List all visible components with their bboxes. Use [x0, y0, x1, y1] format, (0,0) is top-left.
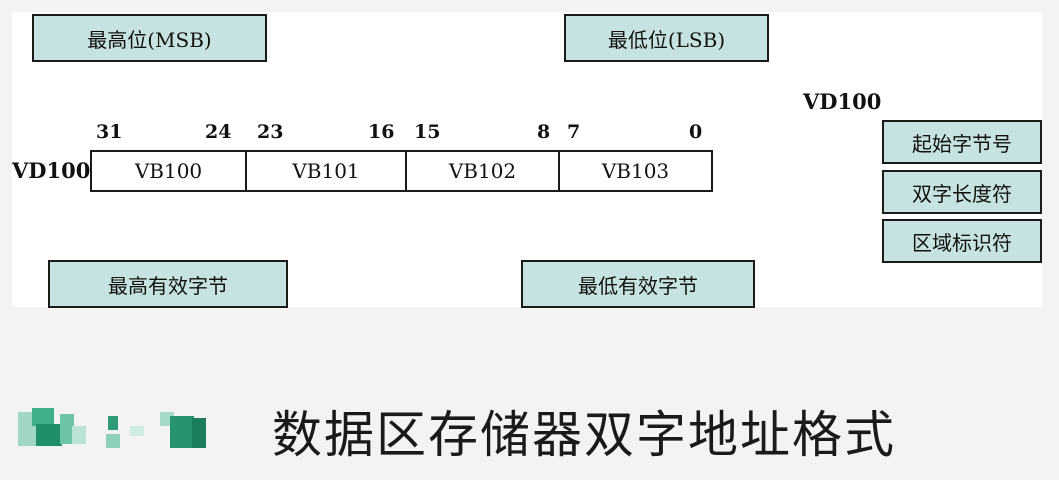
bit-number: 31 — [96, 121, 123, 143]
legend-start-byte-box: 起始字节号 — [882, 120, 1042, 164]
bit-number: 24 — [205, 121, 232, 143]
legend-area-box: 区域标识符 — [882, 219, 1042, 263]
register-label: VD100 — [12, 158, 91, 183]
logo-mosaic — [18, 408, 208, 450]
bit-number: 16 — [368, 121, 395, 143]
byte-cell-vb100: VB100 — [90, 150, 247, 192]
byte-label: VB101 — [292, 159, 360, 183]
lsb-callout: 最低位(LSB) — [564, 14, 769, 62]
legend-start-byte-label: 起始字节号 — [912, 131, 1012, 156]
figure-caption: 数据区存储器双字地址格式 — [272, 406, 896, 464]
bit-number: 7 — [567, 121, 581, 143]
msb-callout: 最高位(MSB) — [32, 14, 267, 62]
byte-label: VB103 — [601, 159, 670, 183]
lsbyte-label: 最低有效字节 — [578, 273, 698, 298]
lsb-label: 最低位(LSB) — [607, 27, 726, 52]
msbyte-label: 最高有效字节 — [108, 273, 228, 298]
byte-cell-vb102: VB102 — [405, 150, 560, 192]
byte-cell-vb101: VB101 — [245, 150, 407, 192]
legend-register-label: VD100 — [803, 89, 882, 114]
byte-label: VB100 — [134, 159, 203, 183]
bit-number: 15 — [414, 121, 441, 143]
msbyte-callout: 最高有效字节 — [48, 260, 288, 308]
msb-label: 最高位(MSB) — [87, 27, 212, 52]
legend-length-box: 双字长度符 — [882, 170, 1042, 214]
bit-number: 8 — [537, 121, 551, 143]
byte-cell-vb103: VB103 — [558, 150, 713, 192]
lsbyte-callout: 最低有效字节 — [521, 260, 755, 308]
bit-number: 0 — [689, 121, 703, 143]
bit-number: 23 — [257, 121, 284, 143]
byte-label: VB102 — [448, 159, 517, 183]
legend-area-label: 区域标识符 — [912, 230, 1012, 255]
legend-length-label: 双字长度符 — [912, 181, 1012, 206]
